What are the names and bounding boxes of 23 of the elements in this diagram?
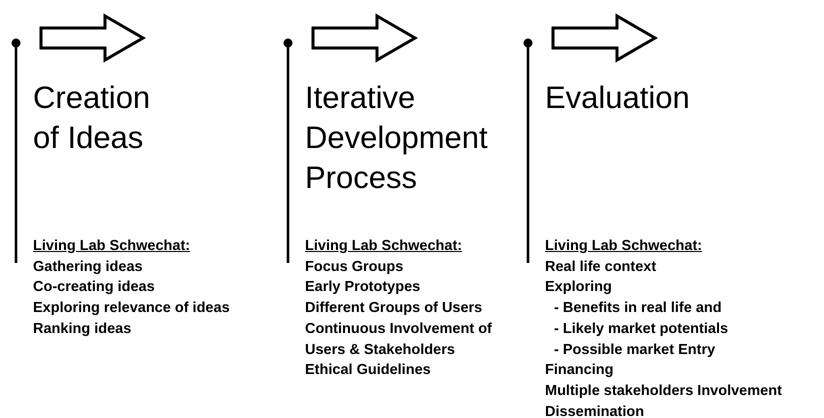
stage-heading: Creation of Ideas [33,79,152,157]
list-item: Early Prototypes [305,278,420,298]
list-item: Dissemination [545,402,644,418]
list-item: - Likely market potentials [554,320,728,339]
stage-heading: Iterative Development Process [305,79,489,197]
list-item: Ethical Guidelines [305,361,431,380]
list-item: Real life context [545,258,656,277]
list-item: Multiple stakeholders Involvement [545,382,782,401]
list-item: Different Groups of Users [305,299,482,318]
section-label: Living Lab Schwechat: [545,237,702,256]
list-item: - Possible market Entry [554,340,716,360]
list-item: Gathering ideas [33,258,143,277]
list-item: Co-creating ideas [33,278,155,298]
list-item: Exploring relevance of ideas [33,299,230,318]
list-item: Exploring [545,278,612,298]
list-item: Continuous Involvement of Users & Stakeholders [305,320,493,360]
list-item: - Benefits in real life and [554,299,722,318]
list-item: Ranking ideas [33,320,132,339]
section-label: Living Lab Schwechat: [305,237,462,256]
list-item: Focus Groups [305,258,404,277]
list-item: Financing [545,361,614,380]
section-label: Living Lab Schwechat: [33,237,190,256]
stage-heading: Evaluation [545,79,691,117]
